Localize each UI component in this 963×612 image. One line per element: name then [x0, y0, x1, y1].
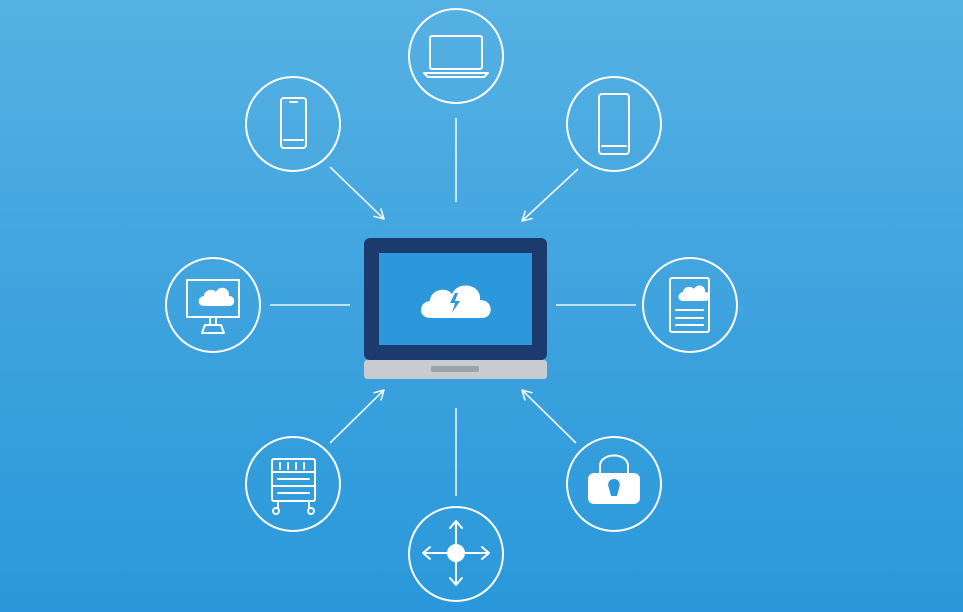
node-top-right — [566, 76, 662, 172]
node-bottom — [408, 506, 504, 602]
node-top — [408, 8, 504, 104]
connector-bottom-left-arrow — [329, 389, 385, 444]
node-bottom-left — [245, 436, 341, 532]
center-laptop-trackpad — [431, 366, 479, 372]
connector-top-right-arrow — [521, 168, 579, 222]
server-rack-icon — [271, 458, 316, 515]
node-bottom-right — [566, 436, 662, 532]
node-top-left — [245, 76, 341, 172]
connector-top-left-arrow — [329, 166, 385, 220]
cloud-monitor-icon — [186, 279, 240, 334]
padlock-icon — [588, 454, 640, 504]
smartphone-icon — [280, 97, 307, 149]
node-right — [642, 257, 738, 353]
connector-bottom-right-arrow — [521, 389, 577, 444]
connectors — [270, 118, 636, 496]
center-laptop — [364, 238, 547, 379]
cloud-document-icon — [669, 277, 710, 333]
node-left — [165, 257, 261, 353]
cloud-icon — [421, 285, 491, 318]
lightning-icon — [450, 293, 460, 313]
tablet-icon — [598, 93, 630, 155]
network-arrows-icon — [422, 520, 490, 586]
laptop-icon — [423, 35, 489, 78]
